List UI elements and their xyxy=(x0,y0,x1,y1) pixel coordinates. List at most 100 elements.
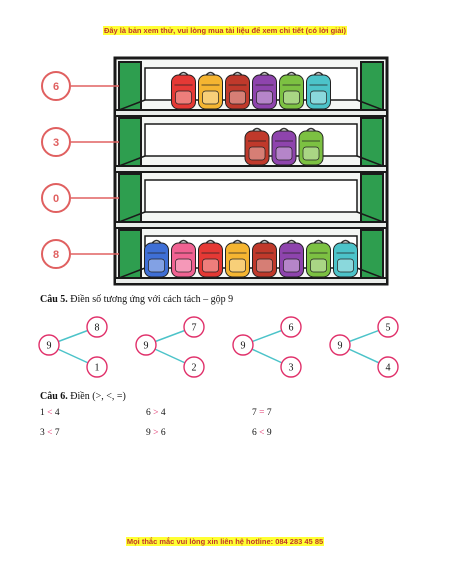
shelf-edge xyxy=(118,155,146,167)
comparison-item: 7 = 7 xyxy=(252,408,272,418)
tree-root-circle xyxy=(38,334,60,356)
tree-root-circle xyxy=(232,334,254,356)
comparison-sign: < xyxy=(44,408,55,418)
tree-top-part: 8 xyxy=(95,323,100,334)
shelf-edge xyxy=(356,155,384,167)
backpack-icon xyxy=(252,71,277,110)
backpack-icon xyxy=(279,71,304,110)
bookshelf-illustration: 6 3 0 8 xyxy=(41,56,389,286)
backpack-icon xyxy=(144,239,169,278)
left-number: 6 xyxy=(252,428,257,438)
comparison-sign: < xyxy=(256,428,267,438)
shelf-board xyxy=(114,165,388,173)
backpack-icon xyxy=(279,239,304,278)
left-number: 6 xyxy=(146,408,151,418)
tree-root: 9 xyxy=(47,341,52,352)
hotline-banner: Mọi thắc mắc vui lòng xin liên hệ hotlin… xyxy=(125,537,325,546)
count-label: 8 xyxy=(53,249,59,261)
tree-bottom-part-circle xyxy=(377,356,399,378)
count-label-circle xyxy=(41,183,71,213)
shelf-board xyxy=(114,277,388,285)
shelf-edge xyxy=(356,267,384,279)
backpack-icon xyxy=(244,127,270,166)
preview-banner: Đây là bản xem thử, vui lòng mua tài liệ… xyxy=(102,26,348,35)
tree-bottom-part: 3 xyxy=(289,363,294,374)
tree-root-circle xyxy=(329,334,351,356)
tree-top-part-circle xyxy=(280,316,302,338)
count-label: 3 xyxy=(53,137,59,149)
backpack-icon xyxy=(306,71,331,110)
backpack-icon xyxy=(306,239,331,278)
left-number: 7 xyxy=(252,408,257,418)
split-tree: 9 8 1 xyxy=(38,316,108,378)
tree-bottom-part: 4 xyxy=(386,363,391,374)
shelf-board xyxy=(114,221,388,229)
count-label: 0 xyxy=(53,193,59,205)
count-label: 6 xyxy=(53,81,59,93)
backpack-icon xyxy=(171,71,196,110)
question-5-title: Câu 5. Điền số tương ứng với cách tách –… xyxy=(40,294,234,305)
split-tree: 9 6 3 xyxy=(232,316,302,378)
comparison-item: 3 < 7 xyxy=(40,428,60,438)
backpack-icon xyxy=(271,127,297,166)
tree-top-part: 7 xyxy=(192,323,197,334)
right-number: 4 xyxy=(160,408,166,418)
tree-top-part: 5 xyxy=(386,323,391,334)
backpack-icon xyxy=(252,239,277,278)
backpack-icon xyxy=(225,239,250,278)
shelf-edge xyxy=(356,99,384,111)
comparison-sign: > xyxy=(150,428,161,438)
question-6-title: Câu 6. Điền (>, <, =) xyxy=(40,391,126,402)
tree-bottom-part-circle xyxy=(280,356,302,378)
tree-bottom-part: 1 xyxy=(95,363,100,374)
comparison-sign: < xyxy=(44,428,55,438)
tree-bottom-part: 2 xyxy=(192,363,197,374)
tree-bottom-part-circle xyxy=(183,356,205,378)
shelf-row: 6 xyxy=(41,61,388,117)
tree-top-part-circle xyxy=(86,316,108,338)
tree-top-part-circle xyxy=(377,316,399,338)
right-number: 7 xyxy=(54,428,60,438)
backpack-icon xyxy=(225,71,250,110)
left-number: 1 xyxy=(40,408,45,418)
tree-root: 9 xyxy=(338,341,343,352)
tree-root: 9 xyxy=(144,341,149,352)
tree-top-part: 6 xyxy=(289,323,294,334)
comparison-sign: = xyxy=(256,408,267,418)
count-label-circle xyxy=(41,239,71,269)
tree-root-circle xyxy=(135,334,157,356)
shelf-back xyxy=(144,179,358,213)
shelf-board xyxy=(114,109,388,117)
shelf-edge xyxy=(118,267,146,279)
shelf-edge xyxy=(118,99,146,111)
shelf-row: 0 xyxy=(41,173,388,229)
shelf-edge xyxy=(118,211,146,223)
shelf-row: 3 xyxy=(41,117,388,173)
left-number: 3 xyxy=(40,428,45,438)
right-number: 6 xyxy=(160,428,166,438)
shelf-row: 8 xyxy=(41,229,388,285)
left-number: 9 xyxy=(146,428,151,438)
right-number: 9 xyxy=(266,428,272,438)
backpack-icon xyxy=(198,239,223,278)
split-tree: 9 7 2 xyxy=(135,316,205,378)
backpack-icon xyxy=(198,71,223,110)
right-number: 7 xyxy=(266,408,272,418)
count-label-circle xyxy=(41,127,71,157)
count-label-circle xyxy=(41,71,71,101)
comparison-sign: > xyxy=(150,408,161,418)
comparison-item: 9 > 6 xyxy=(146,428,166,438)
split-tree: 9 5 4 xyxy=(329,316,399,378)
tree-top-part-circle xyxy=(183,316,205,338)
split-merge-diagrams: 9 8 1 9 7 2 9 6 3 9 5 4 xyxy=(38,316,399,378)
tree-root: 9 xyxy=(241,341,246,352)
shelf-edge xyxy=(356,211,384,223)
tree-bottom-part-circle xyxy=(86,356,108,378)
backpack-icon xyxy=(171,239,196,278)
comparison-item: 6 > 4 xyxy=(146,408,166,418)
backpack-icon xyxy=(333,239,358,278)
right-number: 4 xyxy=(54,408,60,418)
backpack-icon xyxy=(298,127,324,166)
comparison-item: 6 < 9 xyxy=(252,428,272,438)
comparison-item: 1 < 4 xyxy=(40,408,60,418)
